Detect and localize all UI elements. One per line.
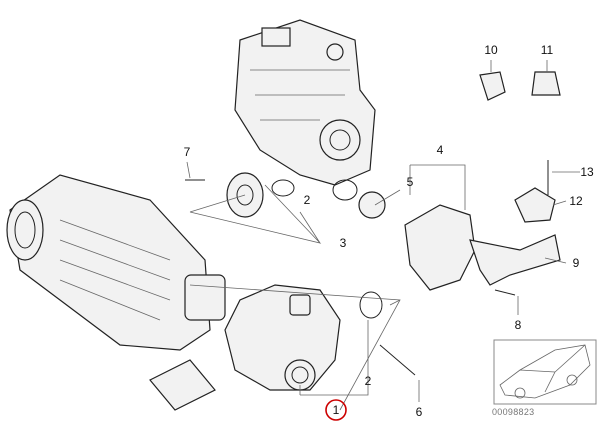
o-ring-lower — [359, 291, 383, 319]
callout-7[interactable]: 7 — [183, 145, 191, 159]
bolt-6-illustration — [379, 344, 416, 376]
water-pump-illustration — [224, 284, 341, 391]
callout-11[interactable]: 11 — [540, 43, 554, 57]
sensor-12-illustration — [514, 187, 556, 223]
callout-9[interactable]: 9 — [572, 256, 580, 270]
o-ring-upper — [271, 179, 295, 197]
thermostat-illustration — [358, 191, 386, 219]
callout-1[interactable]: 1 — [332, 403, 340, 417]
reference-number: 00098823 — [492, 407, 535, 417]
callout-8[interactable]: 8 — [514, 318, 522, 332]
supercharger-illustration — [6, 174, 226, 411]
clip-11-illustration — [531, 71, 561, 96]
vehicle-thumbnail[interactable] — [493, 339, 597, 405]
callout-2-lower[interactable]: 2 — [364, 374, 372, 388]
callout-4[interactable]: 4 — [436, 143, 444, 157]
clip-10-illustration — [479, 71, 506, 101]
engine-block-illustration — [234, 19, 376, 186]
highlight-circle — [325, 399, 347, 421]
callout-5[interactable]: 5 — [406, 175, 414, 189]
callout-6[interactable]: 6 — [415, 405, 423, 419]
callout-10[interactable]: 10 — [484, 43, 498, 57]
callout-3[interactable]: 3 — [339, 236, 347, 250]
housing-4-illustration — [404, 204, 476, 291]
callout-13[interactable]: 13 — [580, 165, 594, 179]
callout-2-upper[interactable]: 2 — [303, 193, 311, 207]
callout-12[interactable]: 12 — [569, 194, 583, 208]
